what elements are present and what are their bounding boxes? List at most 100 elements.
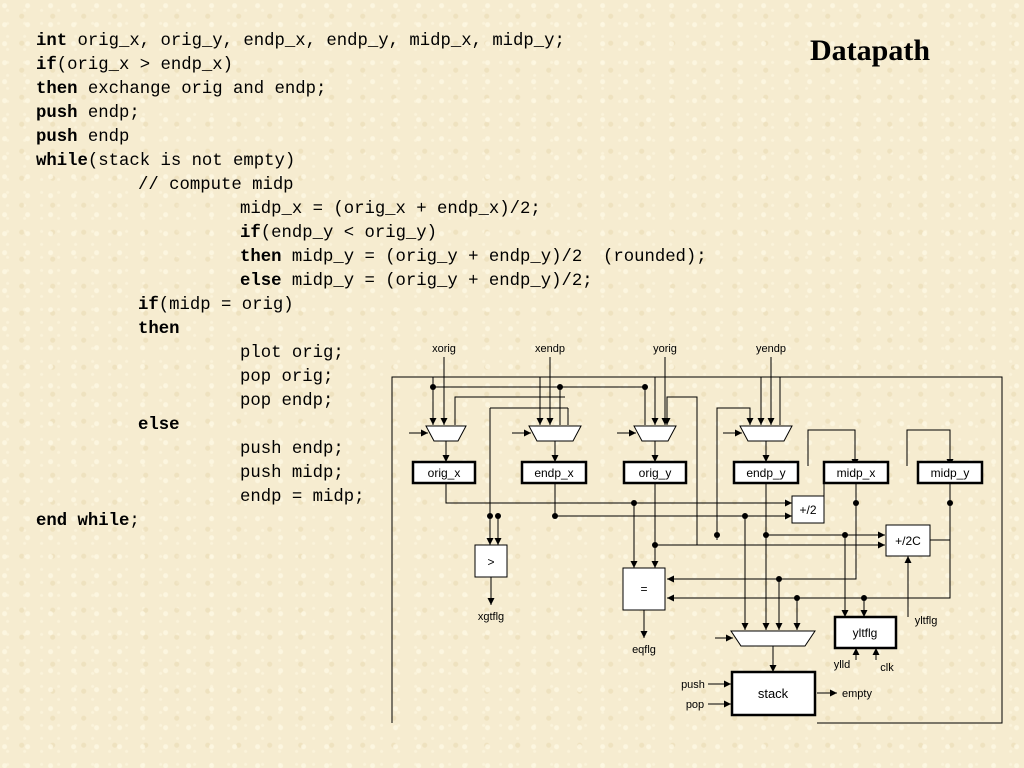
comparator-gt: > [474,544,508,578]
code-text: (endp_y < orig_y) [260,224,438,243]
code-line: midp_x = (orig_x + endp_x)/2; [240,198,541,222]
signal-xgtflg: xgtflg [478,611,504,623]
code-text: push endp; [240,440,344,459]
input-label-yendp: yendp [756,343,786,355]
code-keyword: if [240,224,261,243]
half-adder-unit: +/2 [791,495,825,524]
register-label-midp-y: midp_y [931,466,970,480]
code-line: // compute midp [138,174,294,198]
code-line: push midp; [240,462,344,486]
half-adder-label: +/2 [799,503,816,517]
code-text: endp [77,128,130,147]
code-line: push endp [36,126,129,150]
code-keyword: while [36,152,88,171]
half-adder-rounded-unit: +/2C [885,524,931,557]
code-text: pop endp; [240,392,334,411]
code-line: then midp_y = (orig_y + endp_y)/2 (round… [240,246,707,270]
code-line: plot orig; [240,342,344,366]
code-keyword: then [240,248,282,267]
code-text: plot orig; [240,344,344,363]
code-text: midp_x = (orig_x + endp_x)/2; [240,200,541,219]
register-label-orig-y: orig_y [639,466,672,480]
input-label-xendp: xendp [535,343,565,355]
code-line: if(midp = orig) [138,294,294,318]
input-wires [440,357,775,425]
code-line: int orig_x, orig_y, endp_x, endp_y, midp… [36,30,565,54]
yltflg-register: yltflg [833,615,898,650]
mux-orig-x [425,425,467,442]
code-line: endp = midp; [240,486,364,510]
mux-orig-y [633,425,677,442]
code-keyword: push [36,104,78,123]
stack-label: stack [758,686,789,701]
slide-title: Datapath [810,34,931,67]
code-keyword: end while [36,512,130,531]
signal-yltflg: yltflg [915,615,938,627]
code-keyword: if [138,296,159,315]
stack-unit: stack [730,670,817,717]
code-keyword: push [36,128,78,147]
code-text: (midp = orig) [158,296,294,315]
register-label-orig-x: orig_x [428,466,461,480]
register-label-endp-y: endp_y [746,466,785,480]
register-endp-x: endp_x [520,460,588,485]
half-adder-rounded-label: +/2C [895,534,921,548]
code-line: while(stack is not empty) [36,150,295,174]
code-line: if(orig_x > endp_x) [36,54,233,78]
signal-empty: empty [842,688,872,700]
code-keyword: else [240,272,282,291]
code-line: if(endp_y < orig_y) [240,222,437,246]
code-text: (stack is not empty) [87,152,296,171]
code-keyword: if [36,56,57,75]
code-text: endp = midp; [240,488,365,507]
code-text: midp_y = (orig_y + endp_y)/2 (rounded); [281,248,707,267]
register-output-wires [445,466,953,630]
signal-push: push [681,679,705,691]
code-line: else midp_y = (orig_y + endp_y)/2; [240,270,593,294]
code-keyword: else [138,416,180,435]
mux-endp-x [528,425,582,442]
register-endp-y: endp_y [732,460,800,485]
signal-pop: pop [686,699,704,711]
code-line: pop endp; [240,390,333,414]
input-label-yorig: yorig [653,343,677,355]
code-line: pop orig; [240,366,333,390]
comparator-eq: = [622,567,666,611]
register-midp-x: midp_x [822,460,890,485]
mux-to-register-wires [442,441,770,462]
register-label-endp-x: endp_x [534,466,573,480]
code-text: push midp; [240,464,344,483]
code-text: ; [129,512,140,531]
code-keyword: int [36,32,68,51]
code-text: // compute midp [138,176,294,195]
input-label-xorig: xorig [432,343,456,355]
code-line: push endp; [240,438,344,462]
code-line: push endp; [36,102,140,126]
comparator-gt-label: > [487,555,494,569]
signal-eqflg: eqflg [632,644,656,656]
code-text: orig_x, orig_y, endp_x, endp_y, midp_x, … [67,32,565,51]
code-line: else [138,414,179,438]
register-orig-x: orig_x [411,460,477,485]
signal-clk: clk [880,662,894,674]
mux-stack [730,630,816,647]
code-keyword: then [138,320,180,339]
code-text: (orig_x > endp_x) [56,56,234,75]
code-text: pop orig; [240,368,334,387]
code-keyword: then [36,80,78,99]
code-line: then [138,318,179,342]
register-midp-y: midp_y [916,460,984,485]
code-text: endp; [77,104,140,123]
code-line: then exchange orig and endp; [36,78,326,102]
code-line: end while; [36,510,140,534]
comparator-eq-label: = [640,582,647,596]
code-text: midp_y = (orig_y + endp_y)/2; [281,272,593,291]
code-text: exchange orig and endp; [77,80,327,99]
register-orig-y: orig_y [622,460,688,485]
register-label-midp-x: midp_x [837,466,876,480]
yltflg-register-label: yltflg [853,626,878,640]
mux-endp-y [739,425,793,442]
feedback-buses [391,376,1003,724]
signal-ylld: ylld [834,659,851,671]
